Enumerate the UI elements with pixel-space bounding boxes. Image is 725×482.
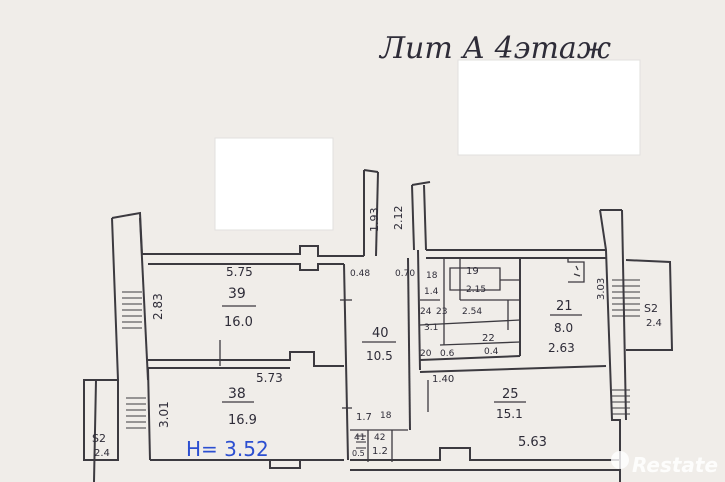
room-40: 40 10.5 (362, 326, 396, 363)
room-38-id: 38 (228, 386, 246, 402)
room-18-id: 18 (426, 271, 438, 281)
dim-18: 18 (380, 411, 392, 421)
inner-partitions (219, 258, 585, 462)
room-22-area: 0.4 (484, 347, 499, 357)
room-21-height: 2.63 (548, 341, 575, 355)
room-21: 21 8.0 2.63 (548, 299, 582, 355)
dim-14: 1.4 (424, 287, 439, 297)
dim-corridor-length: 2.12 (392, 206, 405, 231)
dim-12: 1.2 (372, 446, 388, 457)
room-39-width: 5.75 (226, 265, 253, 279)
dimension-labels: 1.93 2.12 0.48 0.70 1.4 2.15 2.54 1.40 1… (92, 206, 662, 460)
dim-303: 3.03 (596, 278, 607, 300)
total-height-note: H= 3.52 (186, 437, 269, 461)
dim-42: 42 (374, 433, 385, 443)
room-39: 5.75 39 16.0 2.83 (151, 265, 256, 330)
dim-corridor-width: 1.93 (368, 208, 381, 233)
room-40-id: 40 (372, 326, 389, 341)
outer-walls (83, 169, 674, 482)
room-38-area: 16.9 (228, 413, 257, 428)
dim-254: 2.54 (462, 307, 482, 317)
room-24-id: 24 (420, 307, 432, 317)
sheet-title: Лит А 4этаж (378, 31, 611, 66)
room-25-width: 5.63 (518, 435, 547, 450)
room-39-depth: 2.83 (151, 293, 165, 320)
room-25-id: 25 (502, 387, 519, 402)
dim-17: 1.7 (356, 412, 372, 423)
room-38: 5.73 38 16.9 3.01 (157, 371, 283, 428)
room-24-area: 3.1 (424, 323, 438, 333)
watermark-logo-icon (611, 451, 629, 469)
stair-right-label: S2 (644, 302, 658, 315)
stair-right-value: 2.4 (646, 318, 662, 329)
sticky-note-left (214, 137, 334, 231)
room-38-width: 5.73 (256, 371, 283, 385)
room-39-area: 16.0 (224, 315, 253, 330)
room-20-id: 20 (420, 349, 432, 359)
room-21-area: 8.0 (554, 321, 573, 335)
dim-140: 1.40 (432, 374, 454, 385)
room-39-id: 39 (228, 286, 246, 302)
dim-05: 0.5 (352, 449, 365, 458)
sticky-note-right (457, 59, 641, 156)
room-22-id: 22 (482, 333, 495, 344)
room-21-id: 21 (556, 299, 573, 314)
room-40-area: 10.5 (366, 349, 393, 363)
dim-41: 41 (354, 433, 365, 443)
dim-215: 2.15 (466, 285, 486, 295)
stair-left-label: S2 (92, 432, 106, 445)
room-25-area: 15.1 (496, 407, 523, 421)
small-rooms: 19 18 22 0.4 23 3.1 24 20 0.6 (420, 266, 499, 359)
room-19-id: 19 (466, 266, 479, 277)
dim-070: 0.70 (395, 269, 415, 279)
restate-watermark: Restate (611, 451, 718, 477)
dim-048: 0.48 (350, 269, 370, 279)
room-38-depth: 3.01 (157, 401, 171, 428)
room-25: 25 15.1 5.63 (494, 387, 547, 450)
room-23-label: 23 (436, 307, 447, 317)
watermark-text: Restate (632, 453, 718, 477)
wall-hatching (122, 279, 640, 449)
room-20-area: 0.6 (440, 349, 455, 359)
stair-left-value: 2.4 (94, 448, 110, 459)
